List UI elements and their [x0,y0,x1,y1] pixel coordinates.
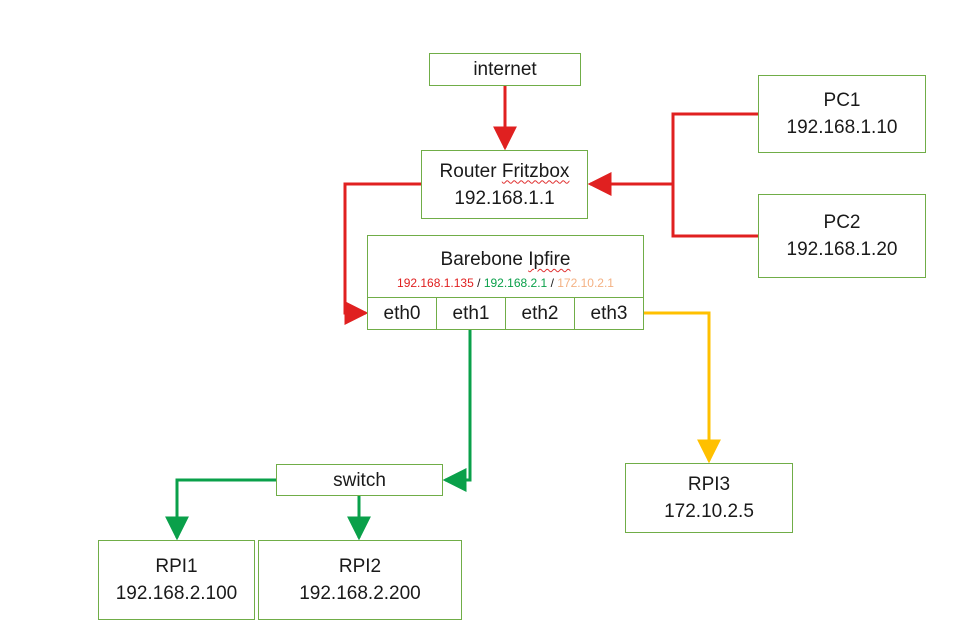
pc2-ip: 192.168.1.20 [786,239,898,260]
router-node: Router Fritzbox 192.168.1.1 [421,150,588,219]
rpi2-name: RPI2 [338,556,382,577]
ip-green-zone: 192.168.2.1 [483,276,548,290]
rpi3-name: RPI3 [687,474,731,495]
rpi2-ip: 192.168.2.200 [299,583,421,604]
router-ip: 192.168.1.1 [454,187,555,209]
link-switch-rpi1 [165,478,276,541]
port-eth1: eth1 [436,297,506,330]
rpi1-name: RPI1 [155,556,198,577]
link-router-eth0 [343,182,421,325]
link-pc1-branch [671,112,758,184]
rpi2-node: RPI2 192.168.2.200 [258,540,462,620]
link-pc2-branch [671,184,758,238]
pc1-name: PC1 [823,90,861,111]
ip-red-zone: 192.168.1.135 [397,276,474,290]
rpi3-ip: 172.10.2.5 [664,501,754,522]
rpi1-node: RPI1 192.168.2.100 [98,540,255,620]
pc2-node: PC2 192.168.1.20 [758,194,926,278]
pc2-name: PC2 [823,212,861,233]
ip-orange-zone: 172.10.2.1 [557,276,614,290]
pc1-ip: 192.168.1.10 [786,117,898,138]
port-eth0: eth0 [367,297,437,330]
pc1-node: PC1 192.168.1.10 [758,75,926,153]
switch-node: switch [276,464,443,496]
rpi1-ip: 192.168.2.100 [115,583,238,604]
switch-label: switch [333,469,386,491]
internet-label: internet [473,59,537,80]
barebone-name: Barebone Ipfire [440,249,571,270]
link-eth3-rpi3 [644,311,721,464]
port-eth3: eth3 [574,297,644,330]
rpi3-node: RPI3 172.10.2.5 [625,463,793,533]
port-eth2: eth2 [505,297,575,330]
router-name: Router Fritzbox [439,160,570,182]
internet-node: internet [429,53,581,86]
link-eth1-switch [442,329,472,492]
barebone-ip-line: 192.168.1.135 / 192.168.2.1 / 172.10.2.1 [397,276,614,290]
